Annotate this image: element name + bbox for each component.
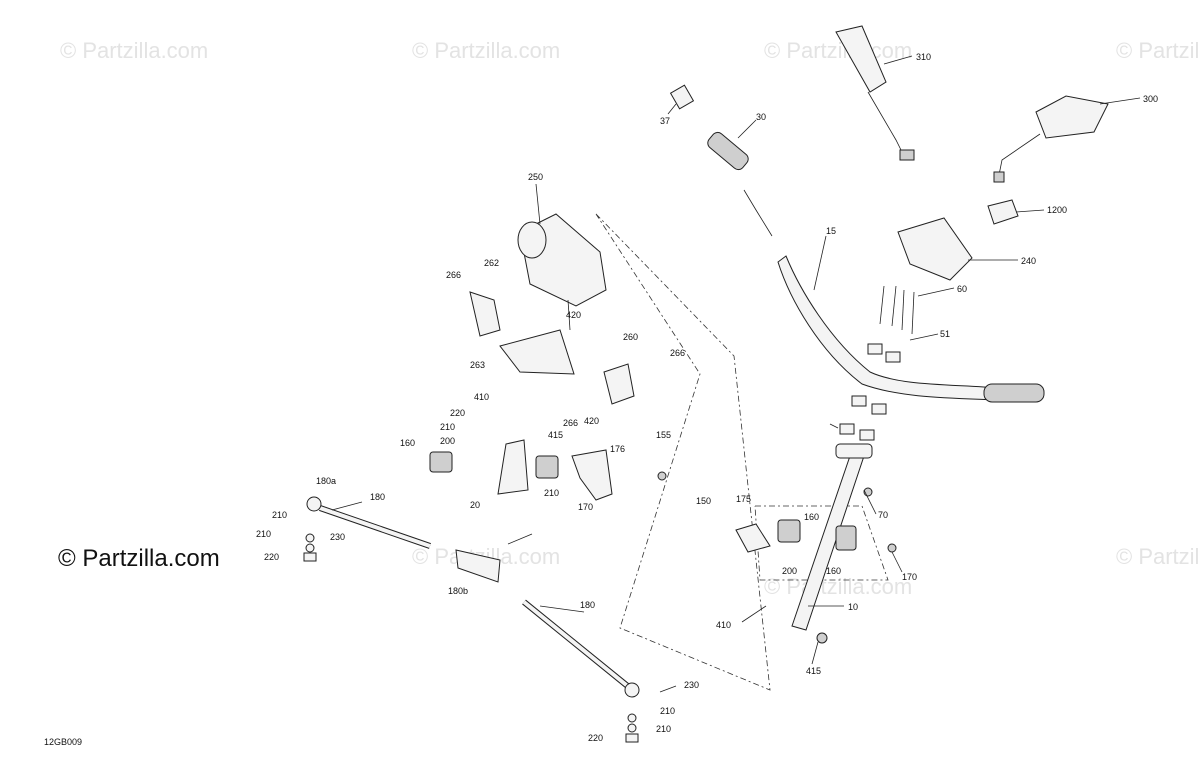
callout-label: 180 bbox=[580, 600, 595, 610]
callout-label: 150 bbox=[696, 496, 711, 506]
clamps-50 bbox=[839, 343, 901, 441]
callout-label: 180b bbox=[448, 586, 468, 596]
power-steering-unit bbox=[517, 213, 607, 331]
left-grip bbox=[669, 84, 773, 237]
callout-label: 160 bbox=[804, 512, 819, 522]
callout-label: 263 bbox=[470, 360, 485, 370]
callout-label: 300 bbox=[1143, 94, 1158, 104]
callout-label: 266 bbox=[563, 418, 578, 428]
callout-label: 170 bbox=[578, 502, 593, 512]
watermark: © Partzilla.com bbox=[60, 38, 208, 63]
callout-label: 30 bbox=[756, 112, 766, 122]
watermark: © Partzilla.com bbox=[1116, 544, 1200, 569]
watermark: © Partzilla.com bbox=[764, 574, 912, 599]
bushings-160 bbox=[429, 451, 857, 551]
callout-label: 155 bbox=[656, 430, 671, 440]
leader-lines bbox=[331, 55, 1141, 693]
relay-arm-180b bbox=[455, 549, 501, 583]
bolts-60 bbox=[879, 285, 915, 335]
handlebar-cover bbox=[897, 217, 973, 281]
assembly-outline bbox=[595, 213, 771, 691]
callouts: 310 300 37 30 1200 15 240 250 262 266 60… bbox=[256, 52, 1158, 743]
watermark: © Partzilla.com bbox=[764, 38, 912, 63]
callout-label: 240 bbox=[1021, 256, 1036, 266]
subassembly-outline bbox=[754, 505, 889, 581]
bracket-1200 bbox=[987, 199, 1019, 225]
callout-label: 210 bbox=[544, 488, 559, 498]
callout-label: 37 bbox=[660, 116, 670, 126]
callout-label: 260 bbox=[623, 332, 638, 342]
callout-label: 176 bbox=[610, 444, 625, 454]
left-mirror bbox=[835, 25, 915, 161]
tie-rod-right bbox=[522, 599, 640, 698]
steering-column bbox=[791, 443, 873, 631]
fasteners bbox=[303, 471, 897, 743]
pitman-arm-20 bbox=[497, 439, 529, 495]
callout-label: 160 bbox=[400, 438, 415, 448]
callout-label: 175 bbox=[736, 494, 751, 504]
callout-label: 210 bbox=[440, 422, 455, 432]
brand-label: © Partzilla.com bbox=[58, 545, 220, 572]
callout-label: 60 bbox=[957, 284, 967, 294]
callout-label: 410 bbox=[716, 620, 731, 630]
callout-label: 310 bbox=[916, 52, 931, 62]
callout-label: 170 bbox=[902, 572, 917, 582]
callout-label: 220 bbox=[450, 408, 465, 418]
callout-label: 200 bbox=[782, 566, 797, 576]
callout-label: 220 bbox=[264, 552, 279, 562]
callout-label: 420 bbox=[566, 310, 581, 320]
right-mirror bbox=[993, 95, 1109, 183]
callout-label: 20 bbox=[470, 500, 480, 510]
callout-label: 15 bbox=[826, 226, 836, 236]
callout-label: 210 bbox=[656, 724, 671, 734]
callout-label: 415 bbox=[548, 430, 563, 440]
bracket-262 bbox=[469, 291, 501, 337]
callout-label: 210 bbox=[256, 529, 271, 539]
callout-label: 180a bbox=[316, 476, 336, 486]
callout-label: 10 bbox=[848, 602, 858, 612]
callout-label: 51 bbox=[940, 329, 950, 339]
callout-label: 180 bbox=[370, 492, 385, 502]
callout-label: 230 bbox=[330, 532, 345, 542]
callout-label: 70 bbox=[878, 510, 888, 520]
callout-label: 1200 bbox=[1047, 205, 1067, 215]
callout-label: 210 bbox=[660, 706, 675, 716]
callout-label: 262 bbox=[484, 258, 499, 268]
callout-label: 250 bbox=[528, 172, 543, 182]
diagram-code: 12GB009 bbox=[44, 737, 83, 747]
watermark: © Partzilla.com bbox=[1116, 38, 1200, 63]
callout-label: 415 bbox=[806, 666, 821, 676]
callout-label: 210 bbox=[272, 510, 287, 520]
watermark: © Partzilla.com bbox=[412, 38, 560, 63]
plate-175 bbox=[735, 523, 771, 553]
callout-label: 410 bbox=[474, 392, 489, 402]
callout-label: 220 bbox=[588, 733, 603, 743]
callout-label: 266 bbox=[446, 270, 461, 280]
watermark-layer: © Partzilla.com © Partzilla.com © Partzi… bbox=[60, 38, 1200, 599]
bracket-260 bbox=[603, 363, 635, 405]
tie-rod-left bbox=[306, 496, 431, 549]
callout-label: 266 bbox=[670, 348, 685, 358]
bracket-176 bbox=[571, 449, 613, 501]
handlebar bbox=[777, 255, 1045, 403]
callout-label: 200 bbox=[440, 436, 455, 446]
callout-label: 160 bbox=[826, 566, 841, 576]
callout-label: 420 bbox=[584, 416, 599, 426]
bracket-263 bbox=[499, 329, 575, 375]
callout-label: 230 bbox=[684, 680, 699, 690]
